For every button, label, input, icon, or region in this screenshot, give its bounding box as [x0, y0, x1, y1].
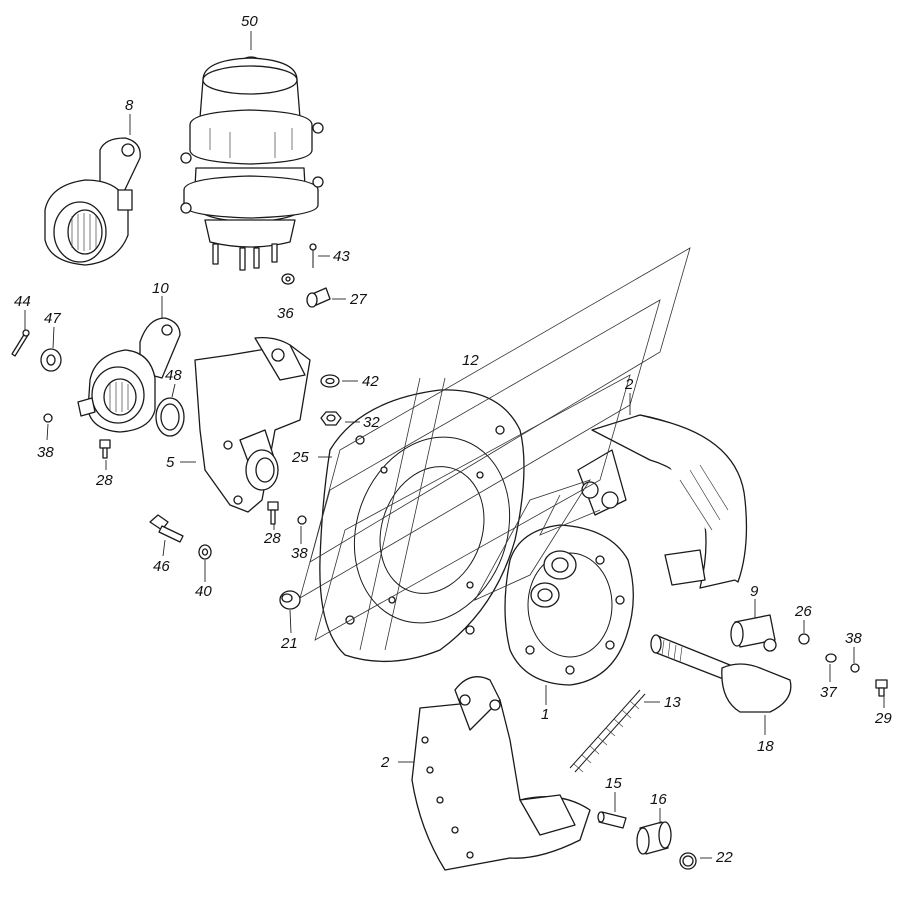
callout-26: 26 — [794, 603, 812, 620]
part-8-slack-adjuster — [44, 137, 141, 266]
callout-10: 10 — [152, 280, 169, 297]
part-1-brake-spider — [504, 524, 634, 686]
part-15-roller-pin — [597, 811, 627, 829]
part-13-return-spring — [569, 689, 646, 773]
part-26-nut — [798, 633, 810, 645]
callout-29: 29 — [874, 710, 892, 727]
callout-38-a: 38 — [37, 444, 54, 461]
callout-13: 13 — [664, 694, 681, 711]
callout-25: 25 — [291, 449, 309, 466]
part-47-washer — [40, 348, 62, 372]
part-27-clevis-pin — [306, 287, 331, 308]
part-18-s-cam-shaft — [650, 634, 792, 713]
callout-36: 36 — [277, 305, 294, 322]
part-28-bolt-a — [99, 439, 111, 459]
leader-lines — [24, 31, 885, 859]
callout-21: 21 — [280, 635, 298, 652]
assembly-guide-lines — [299, 247, 691, 651]
callout-22: 22 — [715, 849, 733, 866]
callout-16: 16 — [650, 791, 667, 808]
callout-46: 46 — [153, 558, 170, 575]
callout-28-a: 28 — [95, 472, 113, 489]
part-2-brake-shoe-upper — [577, 414, 748, 589]
part-43-cotter-pin — [309, 243, 317, 268]
callout-1: 1 — [541, 706, 549, 723]
part-48-seal — [155, 397, 185, 437]
part-36-washer — [281, 273, 295, 285]
part-37-washer — [825, 653, 837, 663]
callout-38-c: 38 — [845, 630, 862, 647]
callout-42: 42 — [362, 373, 379, 390]
part-22-ring — [679, 852, 697, 870]
part-16-roller — [636, 821, 672, 855]
part-5-bracket — [194, 337, 311, 513]
part-38-nut-a — [43, 413, 53, 423]
callout-32: 32 — [363, 414, 380, 431]
part-28-bolt-b — [267, 501, 279, 525]
callout-2-lower: 2 — [380, 754, 390, 771]
callout-15: 15 — [605, 775, 622, 792]
part-32-nut — [320, 411, 342, 426]
callout-37: 37 — [820, 684, 837, 701]
part-9-anchor-pin — [730, 614, 777, 652]
callout-48: 48 — [165, 367, 182, 384]
callout-5: 5 — [166, 454, 175, 471]
callout-27: 27 — [349, 291, 367, 308]
part-2-brake-shoe-lower — [411, 676, 591, 871]
callout-2-upper: 2 — [624, 376, 634, 393]
callout-9: 9 — [750, 583, 759, 600]
callout-38-b: 38 — [291, 545, 308, 562]
part-10-slack-adjuster — [77, 317, 181, 433]
callout-18: 18 — [757, 738, 774, 755]
part-38-nut-b — [297, 515, 307, 525]
part-21-cap — [279, 590, 301, 610]
part-50-brake-chamber — [180, 56, 324, 271]
callout-12: 12 — [462, 352, 479, 369]
callout-43: 43 — [333, 248, 350, 265]
callout-50: 50 — [241, 13, 258, 30]
callout-44: 44 — [14, 293, 31, 310]
callout-28-b: 28 — [263, 530, 281, 547]
part-46-bolt — [149, 514, 184, 543]
part-38-nut-c — [850, 663, 860, 673]
part-40-washer — [198, 544, 212, 560]
callout-labels: 50 8 43 27 36 44 47 10 48 42 12 2 38 28 … — [14, 13, 892, 866]
callout-47: 47 — [44, 310, 61, 327]
part-44-pin — [11, 329, 30, 357]
part-29-bolt — [875, 679, 888, 697]
callout-8: 8 — [125, 97, 134, 114]
part-42-washer — [320, 374, 340, 388]
callout-40: 40 — [195, 583, 212, 600]
